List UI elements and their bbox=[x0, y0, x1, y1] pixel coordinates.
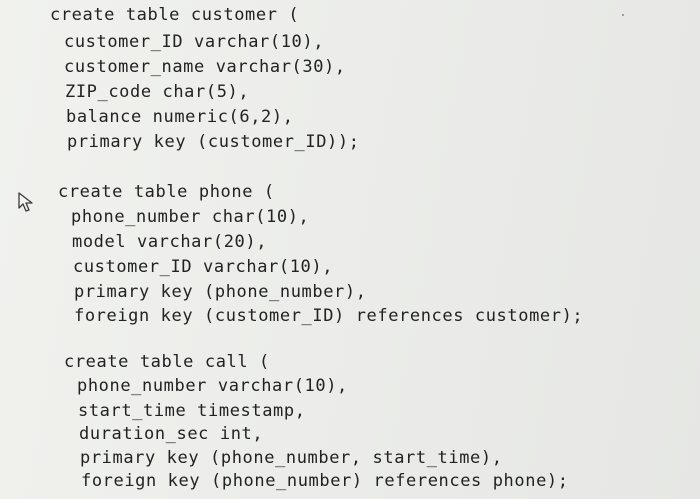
code-line: phone_number char(10), bbox=[71, 207, 310, 227]
code-line: foreign key (phone_number) references ph… bbox=[81, 471, 569, 491]
code-line: ZIP_code char(5), bbox=[65, 82, 250, 102]
code-line: primary key (customer_ID)); bbox=[67, 132, 360, 152]
mouse-pointer-icon bbox=[18, 192, 33, 212]
code-line: customer_ID varchar(10), bbox=[64, 32, 325, 52]
code-line: start_time timestamp, bbox=[78, 401, 306, 421]
code-line: primary key (phone_number, start_time), bbox=[80, 448, 503, 468]
code-line: phone_number varchar(10), bbox=[77, 376, 348, 396]
code-line: create table phone ( bbox=[58, 182, 275, 202]
code-line: duration_sec int, bbox=[79, 424, 264, 444]
code-line: balance numeric(6,2), bbox=[66, 107, 294, 127]
code-line: create table call ( bbox=[64, 352, 270, 372]
screen-speck bbox=[622, 14, 624, 16]
code-line: foreign key (customer_ID) references cus… bbox=[74, 306, 584, 326]
code-line: customer_ID varchar(10), bbox=[73, 257, 334, 277]
code-line: model varchar(20), bbox=[72, 232, 268, 252]
code-line: create table customer ( bbox=[50, 5, 300, 25]
code-line: customer_name varchar(30), bbox=[64, 57, 346, 77]
code-line: primary key (phone_number), bbox=[74, 282, 367, 302]
